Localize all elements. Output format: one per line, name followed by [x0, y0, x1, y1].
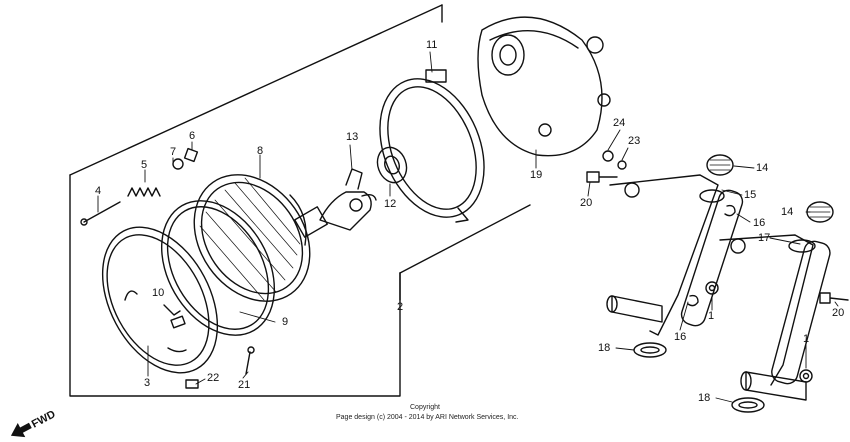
callout-19: 19	[530, 169, 543, 181]
headlight-rim	[101, 226, 219, 374]
callout-15: 15	[744, 189, 757, 201]
callout-12: 12	[384, 198, 397, 210]
callout-9: 9	[282, 316, 289, 328]
callout-23: 23	[628, 135, 641, 147]
callout-14-mid: 14	[781, 206, 794, 218]
callout-5: 5	[141, 159, 148, 171]
callout-8: 8	[257, 145, 264, 157]
callout-16-lower: 16	[674, 331, 687, 343]
callout-24: 24	[613, 117, 626, 129]
callout-13: 13	[346, 131, 359, 143]
callout-22: 22	[207, 372, 220, 384]
callout-11: 11	[426, 39, 438, 51]
fork-ear-left	[606, 174, 744, 336]
copyright-notice: Page design (c) 2004 - 2014 by ARI Netwo…	[336, 414, 519, 421]
fwd-label: FWD	[30, 408, 58, 430]
callout-1-left: 1	[708, 310, 715, 322]
callout-6: 6	[189, 130, 196, 142]
callout-16-upper: 16	[753, 217, 766, 229]
callout-18-right: 18	[698, 392, 711, 404]
assembly-bracket	[69, 4, 531, 397]
callout-17: 17	[758, 232, 771, 244]
callout-20-right: 20	[832, 307, 845, 319]
callout-3: 3	[144, 377, 151, 389]
headlight-case	[477, 16, 611, 157]
callout-20-left: 20	[580, 197, 593, 209]
callout-18-left: 18	[598, 342, 611, 354]
callout-1-right: 1	[803, 333, 810, 345]
mounting-ring	[379, 69, 485, 223]
callout-2: 2	[397, 301, 404, 313]
socket-wiring	[319, 168, 377, 231]
callout-10: 10	[152, 287, 165, 299]
copyright-heading: Copyright	[410, 404, 440, 411]
grommet	[376, 146, 408, 184]
gasket-ring	[160, 200, 276, 336]
callout-21: 21	[238, 379, 251, 391]
callout-7: 7	[170, 146, 177, 158]
sealed-beam	[193, 174, 328, 302]
forward-arrow-icon: FWD	[10, 408, 58, 438]
callout-14-top: 14	[756, 162, 769, 174]
small-parts	[80, 147, 849, 413]
callout-4: 4	[95, 185, 102, 197]
fork-ear-right	[719, 234, 831, 401]
leader-lines	[97, 51, 839, 403]
